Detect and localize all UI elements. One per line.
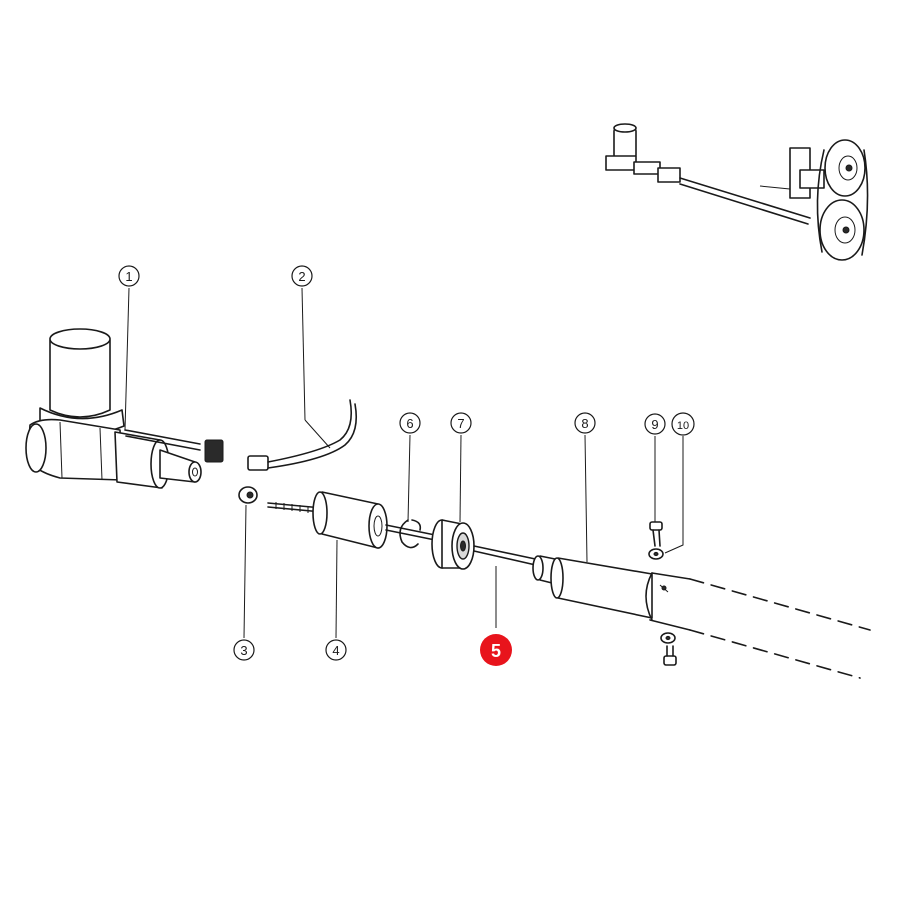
part-5-shaft <box>473 545 541 567</box>
callout-8-label: 8 <box>581 416 588 431</box>
callout-3: 3 <box>233 639 255 661</box>
part-7-bearing <box>431 519 475 570</box>
callout-5-label: 5 <box>491 641 501 661</box>
callout-8: 8 <box>574 412 596 434</box>
part-4-sleeve <box>267 491 441 549</box>
callout-9-label: 9 <box>651 417 658 432</box>
leader-lines <box>124 287 684 639</box>
callout-2: 2 <box>291 265 313 287</box>
callout-4: 4 <box>325 639 347 661</box>
callout-3-label: 3 <box>240 643 247 658</box>
callout-7: 7 <box>450 412 472 434</box>
part-8-tube <box>532 555 871 679</box>
callout-2-label: 2 <box>298 269 305 284</box>
callout-10: 10 <box>671 412 695 436</box>
part-6-retaining-ring <box>399 519 422 549</box>
assembly-overview-inset <box>605 123 869 261</box>
callout-6-label: 6 <box>406 416 413 431</box>
callout-7-label: 7 <box>457 416 464 431</box>
callout-1-label: 1 <box>125 269 132 284</box>
callout-10-label: 10 <box>677 420 689 432</box>
part-9-screw <box>649 521 677 666</box>
part-3-nut <box>238 486 258 504</box>
callout-9: 9 <box>644 413 666 435</box>
part-2-wiring <box>247 399 358 471</box>
callout-5-highlighted: 5 <box>480 634 512 666</box>
part-1-motor <box>25 328 224 489</box>
callout-6: 6 <box>399 412 421 434</box>
callout-1: 1 <box>118 265 140 287</box>
part-10-washer <box>648 548 676 644</box>
callout-4-label: 4 <box>332 643 339 658</box>
